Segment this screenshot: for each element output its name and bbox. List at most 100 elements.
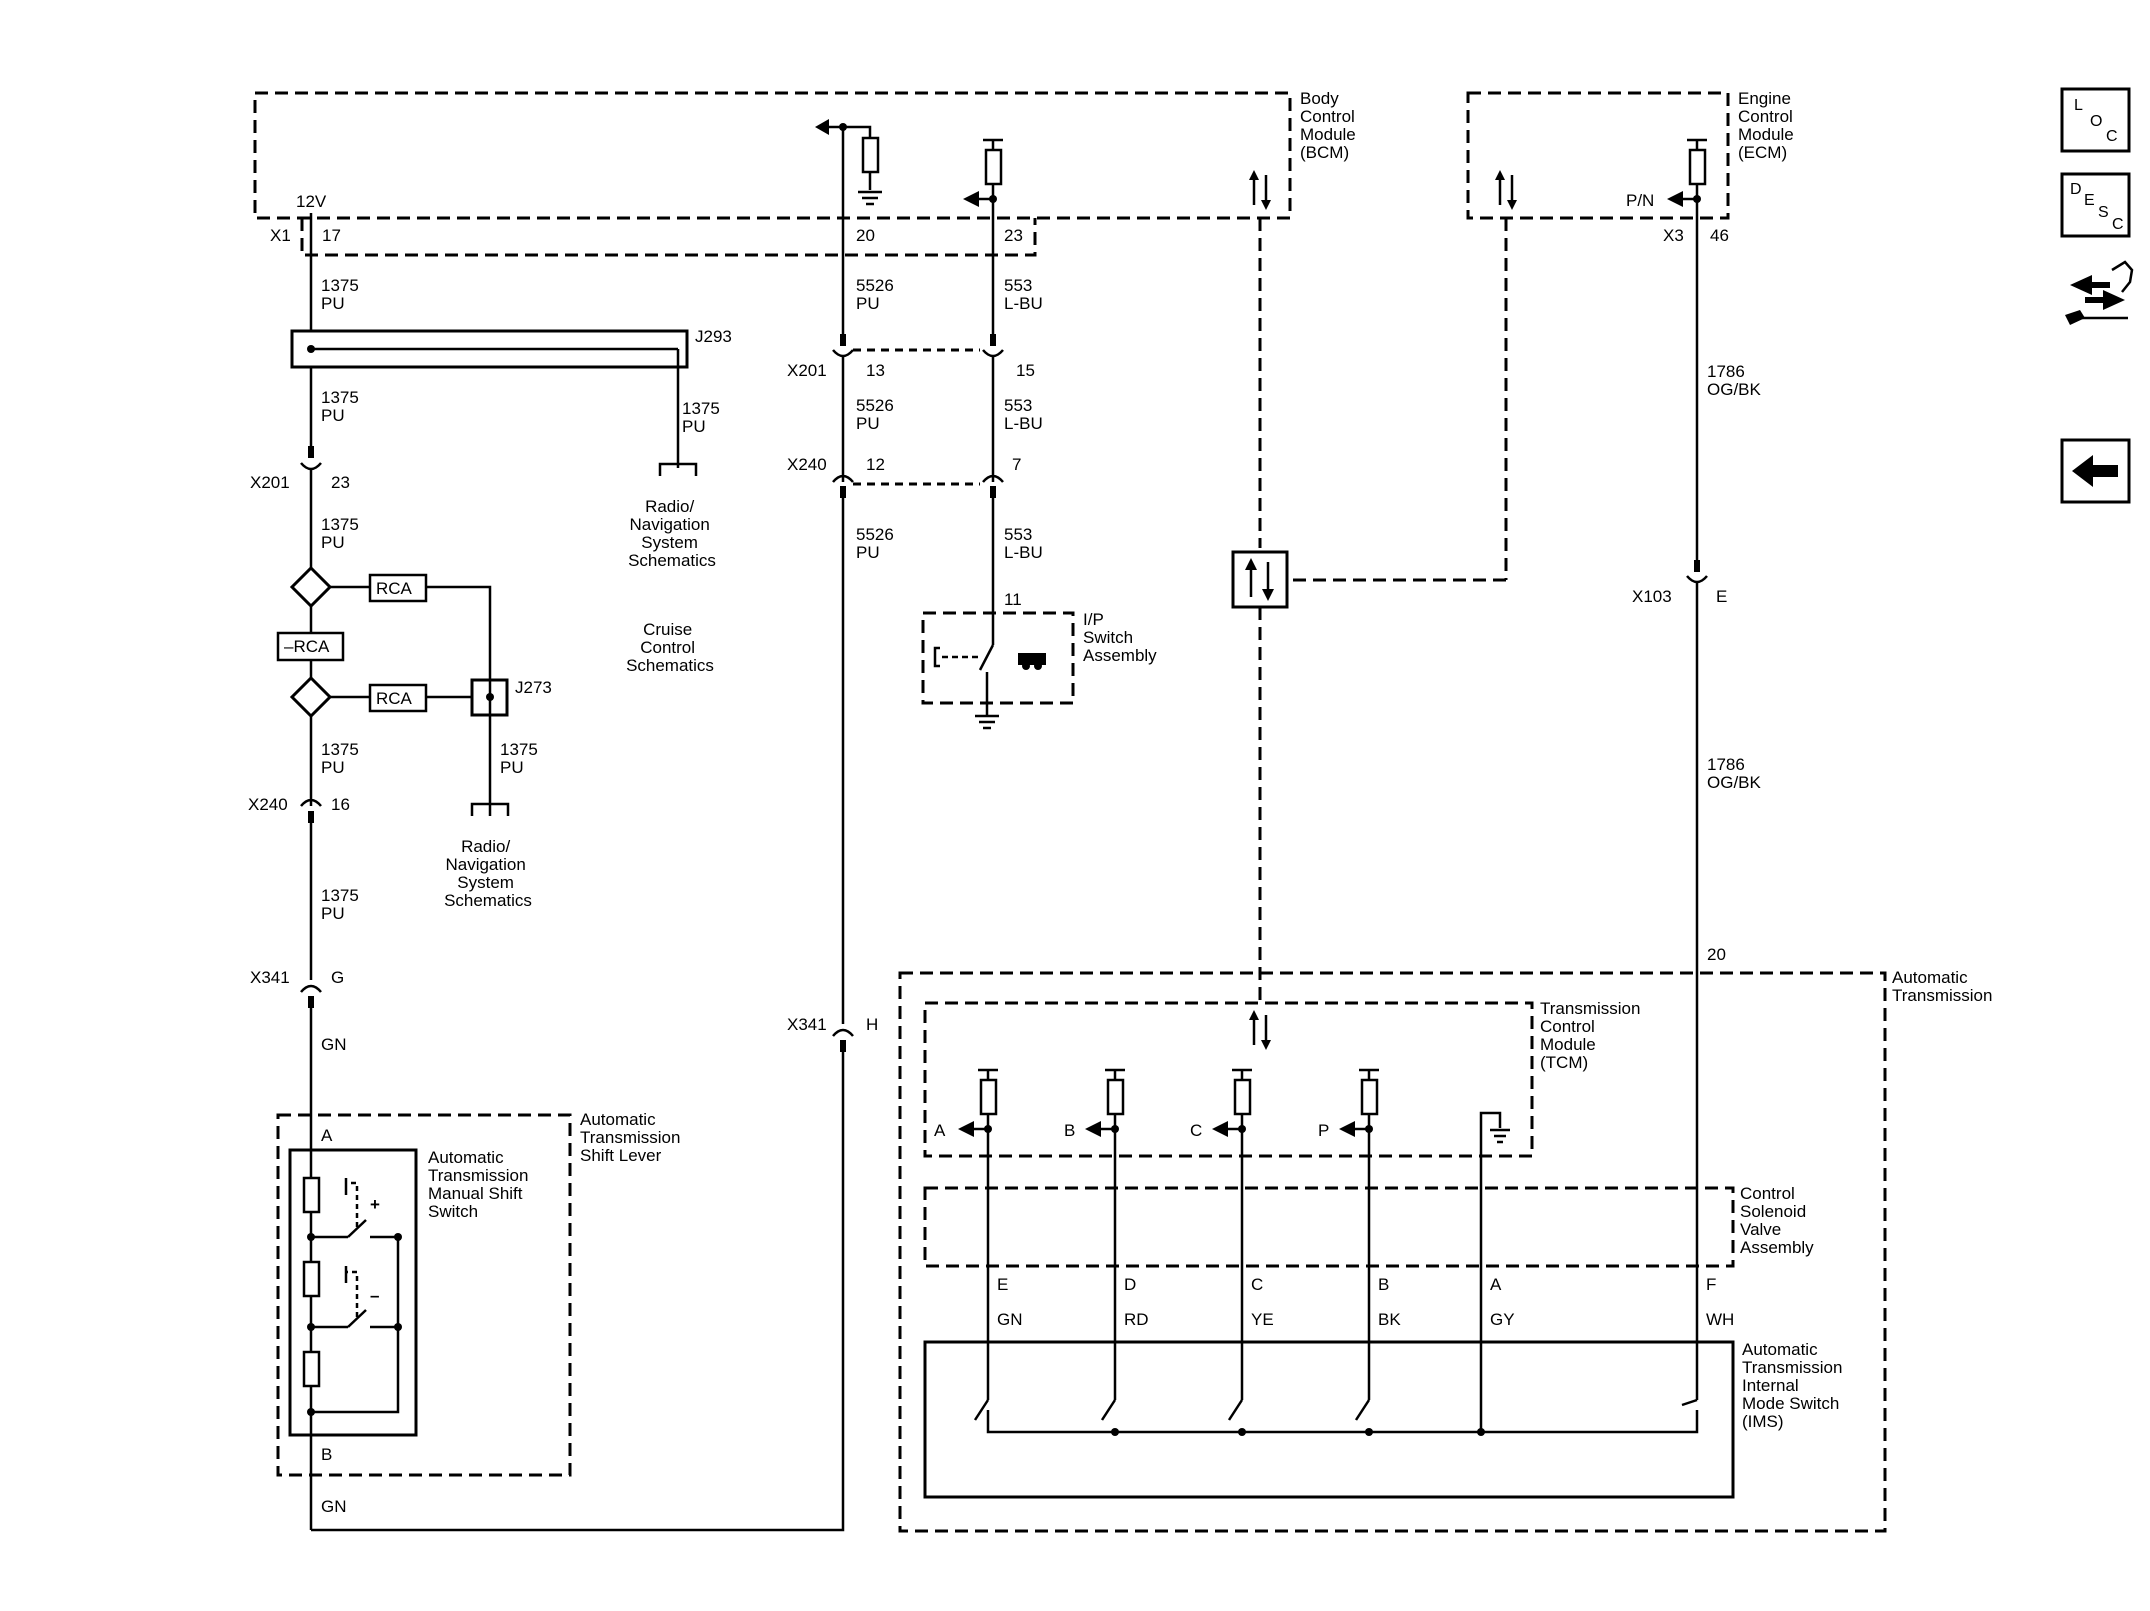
label-x240-mid: X240 (787, 455, 827, 474)
label-pin-11: 11 (1004, 590, 1022, 609)
rca-diamond-1 (289, 565, 333, 609)
tcm-label-a: A (934, 1121, 946, 1140)
label-x201-13: 13 (866, 361, 885, 380)
ecm-box (1466, 91, 1730, 220)
arrow-left-icon (2072, 455, 2118, 487)
wire-color-gn-1: GN (321, 1035, 347, 1054)
label-x341-mid: X341 (787, 1015, 827, 1034)
rca-label-2: RCA (376, 689, 413, 708)
label-x240-16: 16 (331, 795, 350, 814)
automatic-transmission-label: Automatic Transmission (1892, 968, 1992, 1005)
ref-symbol-radio-2 (470, 802, 510, 816)
ip-switch-contact (978, 644, 995, 671)
back-button[interactable] (2060, 438, 2131, 504)
label-x201-23: 23 (331, 473, 350, 492)
ref-cruise-control[interactable]: Cruise Control Schematics (626, 620, 714, 675)
neg-rca-label: –RCA (284, 637, 330, 656)
location-nav-button[interactable]: L O C (2060, 87, 2131, 153)
minus-sign: – (370, 1286, 379, 1305)
label-pin-46: 46 (1710, 226, 1729, 245)
loc-letter-l: L (2074, 97, 2083, 114)
desc-letter-c: C (2112, 216, 2124, 233)
label-x240-7: 7 (1012, 455, 1021, 474)
arrow-left-20 (815, 119, 829, 135)
manual-shift-switch-label: Automatic Transmission Manual Shift Swit… (428, 1148, 533, 1221)
rca-label-1: RCA (376, 579, 413, 598)
plus-sign: + (370, 1195, 380, 1214)
switch-minus (347, 1309, 367, 1328)
tcm-output-a: A (934, 1068, 998, 1400)
connector-x240-16 (308, 811, 314, 823)
label-pin-23: 23 (1004, 226, 1023, 245)
label-x341-h: H (866, 1015, 878, 1034)
label-x240-12: 12 (866, 455, 885, 474)
ims-pin-d: D (1124, 1275, 1136, 1294)
bcm-label: Body Control Module (BCM) (1300, 89, 1361, 162)
arrow-left-23 (963, 191, 979, 207)
manual-shift-switch-box (288, 1148, 418, 1437)
tcm-label-c: C (1190, 1121, 1202, 1140)
tcm-output-p: P (1318, 1068, 1379, 1400)
loc-letter-o: O (2090, 113, 2102, 130)
label-pin-20: 20 (856, 226, 875, 245)
switch-plus (347, 1219, 367, 1238)
desc-letter-e: E (2084, 192, 2095, 209)
connector-x240-12 (840, 486, 846, 498)
tcm-ground (1479, 1111, 1502, 1432)
neg-rca-box (276, 631, 345, 662)
ref-radio-nav-2[interactable]: Radio/ Navigation System Schematics (444, 837, 532, 910)
ims-color-rd: RD (1124, 1310, 1149, 1329)
automatic-transmission-box (898, 971, 1887, 1533)
tcm-label-p: P (1318, 1121, 1329, 1140)
ims-pin-b: B (1378, 1275, 1389, 1294)
resistor-3 (302, 1350, 321, 1388)
ip-switch-label: I/P Switch Assembly (1083, 610, 1157, 665)
ims-label: Automatic Transmission Internal Mode Swi… (1742, 1340, 1847, 1431)
wire-color-gn-2: GN (321, 1497, 347, 1516)
splice-j273 (470, 678, 509, 717)
control-solenoid-valve-label: Control Solenoid Valve Assembly (1740, 1184, 1814, 1257)
splice-bar-j293 (290, 329, 689, 369)
ims-color-gn: GN (997, 1310, 1023, 1329)
ims-common-bus (986, 1410, 1699, 1434)
label-x1: X1 (270, 226, 291, 245)
label-x341-g: G (331, 968, 344, 987)
ims-pin-f: F (1706, 1275, 1716, 1294)
tcm-box (923, 1001, 1534, 1158)
shift-lever-box (276, 1113, 572, 1477)
tcm-output-c: C (1190, 1068, 1252, 1400)
ref-symbol-radio-1 (658, 462, 698, 476)
label-x103: X103 (1632, 587, 1672, 606)
ims-color-wh: WH (1706, 1310, 1734, 1329)
pin-b-shift: B (321, 1445, 332, 1464)
ims-pin-a: A (1490, 1275, 1502, 1294)
gateway-box (1231, 550, 1289, 609)
ip-switch-button (1018, 653, 1046, 665)
resistor-2 (302, 1260, 321, 1298)
ims-color-ye: YE (1251, 1310, 1274, 1329)
ims-color-bk: BK (1378, 1310, 1401, 1329)
diagnostic-tool-icon[interactable] (2065, 260, 2134, 325)
ref-radio-nav-1[interactable]: Radio/ Navigation System Schematics (628, 497, 716, 570)
connector-x240-7 (990, 486, 996, 498)
bcm-connector-dashed (300, 218, 1037, 257)
ecm-label: Engine Control Module (ECM) (1738, 89, 1799, 162)
description-nav-button[interactable]: D E S C (2060, 172, 2131, 238)
desc-letter-d: D (2070, 181, 2082, 198)
pin-a-shift: A (321, 1126, 333, 1145)
rca-box-2 (368, 683, 428, 713)
connector-x341-g (308, 996, 314, 1008)
wire-5526 (843, 125, 872, 138)
ims-pin-e: E (997, 1275, 1008, 1294)
